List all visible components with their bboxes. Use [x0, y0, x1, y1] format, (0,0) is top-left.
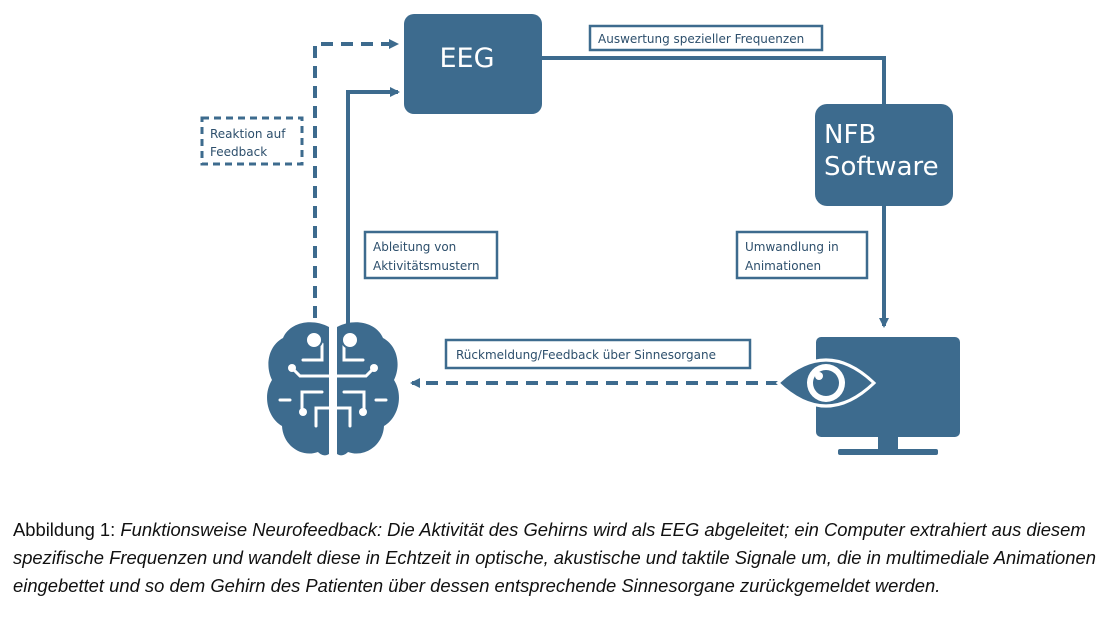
label-umwandlung: Umwandlung in Animationen	[735, 230, 869, 280]
label-auswertung: Auswertung spezieller Frequenzen	[588, 24, 824, 52]
brain-to-eeg-arrow	[346, 87, 400, 325]
eeg-label: EEG	[439, 43, 494, 74]
caption-text: Funktionsweise Neurofeedback: Die Aktivi…	[13, 519, 1096, 596]
label-ableitung: Ableitung von Aktivitätsmustern	[363, 230, 499, 280]
eye-icon	[775, 358, 877, 408]
figure-caption: Abbildung 1: Funktionsweise Neurofeedbac…	[13, 516, 1098, 600]
caption-prefix: Abbildung 1:	[13, 519, 121, 540]
nfb-software-node: NFB Software	[815, 104, 953, 206]
nfb-label-line1: NFB	[824, 120, 876, 150]
label-reaktion: Reaktion auf Feedback	[200, 116, 304, 166]
monitor-icon	[816, 337, 960, 455]
label-umwandlung-line2: Animationen	[745, 259, 821, 273]
label-reaktion-line2: Feedback	[210, 145, 267, 159]
label-ableitung-line2: Aktivitätsmustern	[373, 259, 480, 273]
label-reaktion-line1: Reaktion auf	[210, 127, 286, 141]
label-umwandlung-line1: Umwandlung in	[745, 240, 839, 254]
neurofeedback-diagram: EEG NFB Software Auswertung spezieller F…	[200, 14, 960, 456]
label-ableitung-line1: Ableitung von	[373, 240, 456, 254]
eeg-to-nfb-connector	[542, 56, 886, 104]
label-auswertung-text: Auswertung spezieller Frequenzen	[598, 32, 804, 46]
label-rueckmeldung: Rückmeldung/Feedback über Sinnesorgane	[444, 338, 752, 370]
label-rueckmeldung-text: Rückmeldung/Feedback über Sinnesorgane	[456, 348, 716, 362]
feedback-reaction-arrow	[313, 39, 399, 318]
nfb-label-line2: Software	[824, 152, 939, 182]
eeg-node: EEG	[404, 14, 542, 114]
brain-icon	[267, 322, 399, 456]
